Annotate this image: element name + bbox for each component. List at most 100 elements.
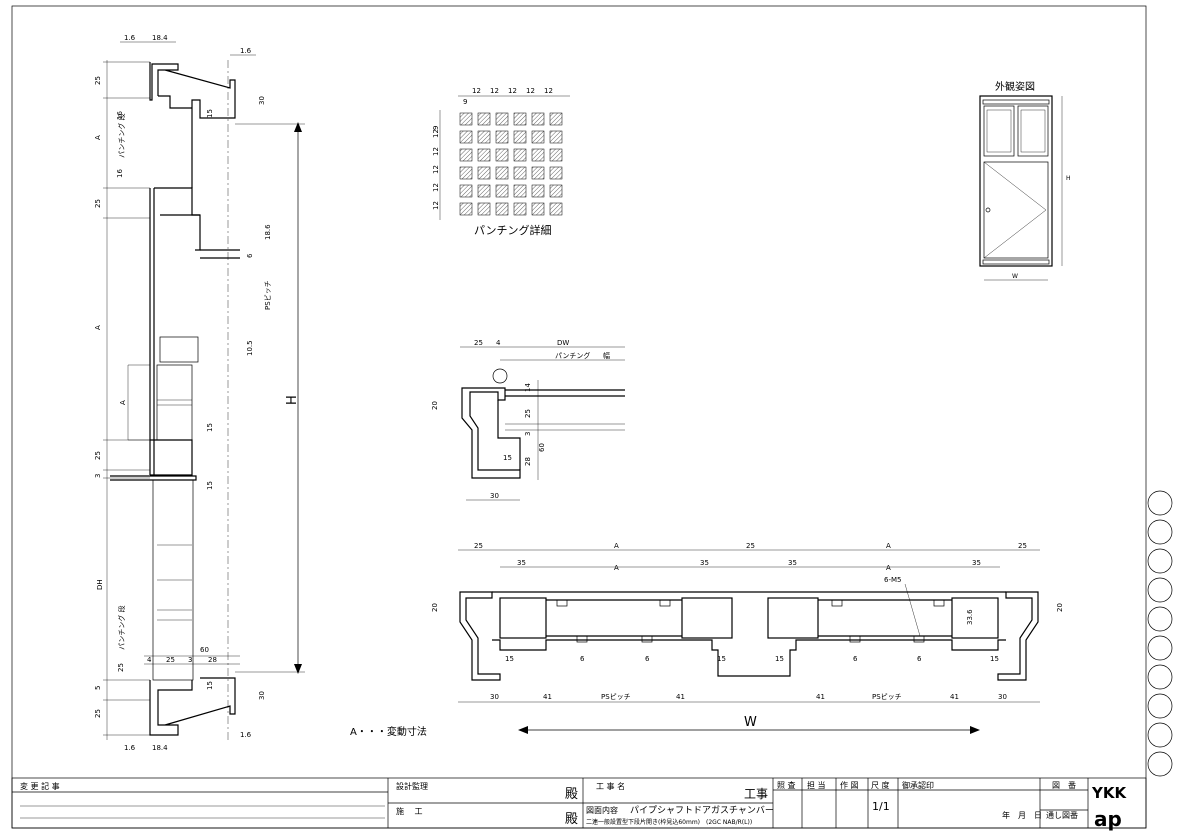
plan-dim-15-d: 15 <box>990 655 999 663</box>
sec-dim-60: 60 <box>538 443 546 452</box>
plan-dim-15-b: 15 <box>717 655 726 663</box>
punch-dim-top-4: 12 <box>526 87 535 95</box>
punch-hole <box>459 130 473 144</box>
dim-left-25-a: 25 <box>94 76 102 85</box>
dim-right-18-6: 18.6 <box>264 224 272 240</box>
revision-circle <box>1147 722 1173 748</box>
plan-dim-33-6: 33.6 <box>966 609 974 625</box>
plan-dim-25-left: 25 <box>474 542 483 550</box>
punch-hole <box>459 202 473 216</box>
punch-hole <box>477 166 491 180</box>
sec-label-punching: パンチング <box>555 351 590 360</box>
punch-hole <box>477 130 491 144</box>
plan-dim-30-left: 30 <box>490 693 499 701</box>
punch-hole <box>549 166 563 180</box>
punch-dim-top-2: 12 <box>490 87 499 95</box>
dim-left-25-d: 25 <box>94 709 102 718</box>
title-serial-label: 通し図番 <box>1046 810 1078 820</box>
brand-logo-bottom: ap <box>1094 807 1122 831</box>
dim-right-15-d: 15 <box>206 681 214 690</box>
punch-hole <box>531 184 545 198</box>
plan-dim-6-c: 6 <box>853 655 858 663</box>
title-drawing-content-label: 図面内容 <box>586 805 618 815</box>
punch-hole <box>495 148 509 162</box>
revision-circle <box>1147 664 1173 690</box>
dim-left-5: 5 <box>94 686 102 690</box>
plan-dim-A-inner-left: A <box>614 564 619 572</box>
plan-dim-6-a: 6 <box>580 655 585 663</box>
plan-dim-35-c: 35 <box>788 559 797 567</box>
punch-hole <box>459 148 473 162</box>
sec-dim-15: 15 <box>503 454 512 462</box>
plan-dim-20-left: 20 <box>431 603 439 612</box>
revision-circle <box>1147 635 1173 661</box>
punch-hole <box>477 112 491 126</box>
punch-hole <box>549 148 563 162</box>
punch-dim-top-9: 9 <box>463 98 467 106</box>
label-punching-gap-bottom: パンチング 段 <box>117 605 126 650</box>
title-block: 変 更 記 事 設計監理 殿 施 工 殿 工 事 名 工事 図面内容 パイプシャ… <box>11 777 1147 831</box>
plan-dim-25-right: 25 <box>1018 542 1027 550</box>
dim-letter-DH: DH <box>96 579 104 590</box>
punch-hole <box>549 130 563 144</box>
title-drawing-content: パイプシャフトドアガスチャンバー <box>630 805 774 816</box>
exterior-W-label: W <box>1012 273 1018 280</box>
sec-dim-20: 20 <box>431 401 439 410</box>
revision-circle <box>1147 490 1173 516</box>
title-construction: 施 工 <box>396 806 423 816</box>
punch-dim-top-3: 12 <box>508 87 517 95</box>
title-drawing-no-label: 図 番 <box>1052 780 1076 790</box>
title-honorific-2: 殿 <box>565 812 578 827</box>
plan-dim-A-right: A <box>886 542 891 550</box>
dim-bottom-3: 3 <box>188 656 192 664</box>
sec-dim-14: 14 <box>524 383 532 392</box>
plan-dim-35-a: 35 <box>517 559 526 567</box>
punch-dim-left-4: 12 <box>432 183 440 192</box>
title-drafter: 作 図 <box>840 780 859 790</box>
plan-dim-20-right: 20 <box>1056 603 1064 612</box>
plan-dim-41-a: 41 <box>543 693 552 701</box>
punch-hole <box>477 184 491 198</box>
punch-hole <box>513 166 527 180</box>
title-approval: 御承認印 <box>902 780 934 790</box>
ps-pitch-vertical-label: PSピッチ <box>264 280 272 310</box>
title-honorific-1: 殿 <box>565 787 578 802</box>
punch-hole <box>495 184 509 198</box>
revision-circle <box>1147 693 1173 719</box>
punch-hole <box>459 184 473 198</box>
dim-right-15-b: 15 <box>206 423 214 432</box>
sec-dim-4: 4 <box>496 339 501 347</box>
sec-dim-30: 30 <box>490 492 499 500</box>
dim-right-10-5: 10.5 <box>246 340 254 356</box>
plan-ps-pitch-right: PSピッチ <box>872 693 902 701</box>
sec-dim-25b: 25 <box>524 409 532 418</box>
dim-bottom-4: 4 <box>147 656 152 664</box>
revision-circle <box>1147 577 1173 603</box>
punch-dim-left-3: 12 <box>432 165 440 174</box>
dim-bottom-18-4: 18.4 <box>152 744 168 752</box>
title-drawing-subtitle: 二連一般設置型下段片開き(枠見込60mm) (2GC NAB/R(L)) <box>586 818 752 826</box>
plan-dim-41-c: 41 <box>816 693 825 701</box>
dim-top-1-6: 1.6 <box>124 34 136 42</box>
dim-left-16-b: 16 <box>116 169 124 178</box>
dim-bottom-25: 25 <box>166 656 175 664</box>
punch-hole <box>477 202 491 216</box>
sec-dim-3: 3 <box>524 432 532 436</box>
revision-circle <box>1147 548 1173 574</box>
punch-hole <box>513 184 527 198</box>
sec-dim-25: 25 <box>474 339 483 347</box>
punch-hole <box>531 202 545 216</box>
plan-dim-35-d: 35 <box>972 559 981 567</box>
title-design-supervision: 設計監理 <box>396 781 428 791</box>
punch-dim-top-1: 12 <box>472 87 481 95</box>
plan-dim-A-left: A <box>614 542 619 550</box>
plan-dim-35-b: 35 <box>700 559 709 567</box>
punch-hole <box>495 202 509 216</box>
revision-circle <box>1147 606 1173 632</box>
exterior-view: 外観姿図 H W <box>979 80 1071 281</box>
plan-dim-41-b: 41 <box>676 693 685 701</box>
dim-bottom-60: 60 <box>200 646 209 654</box>
brand-logo-top: YKK <box>1091 784 1127 802</box>
dim-left-25-e: 25 <box>117 663 125 672</box>
punch-dim-left-5: 12 <box>432 201 440 210</box>
